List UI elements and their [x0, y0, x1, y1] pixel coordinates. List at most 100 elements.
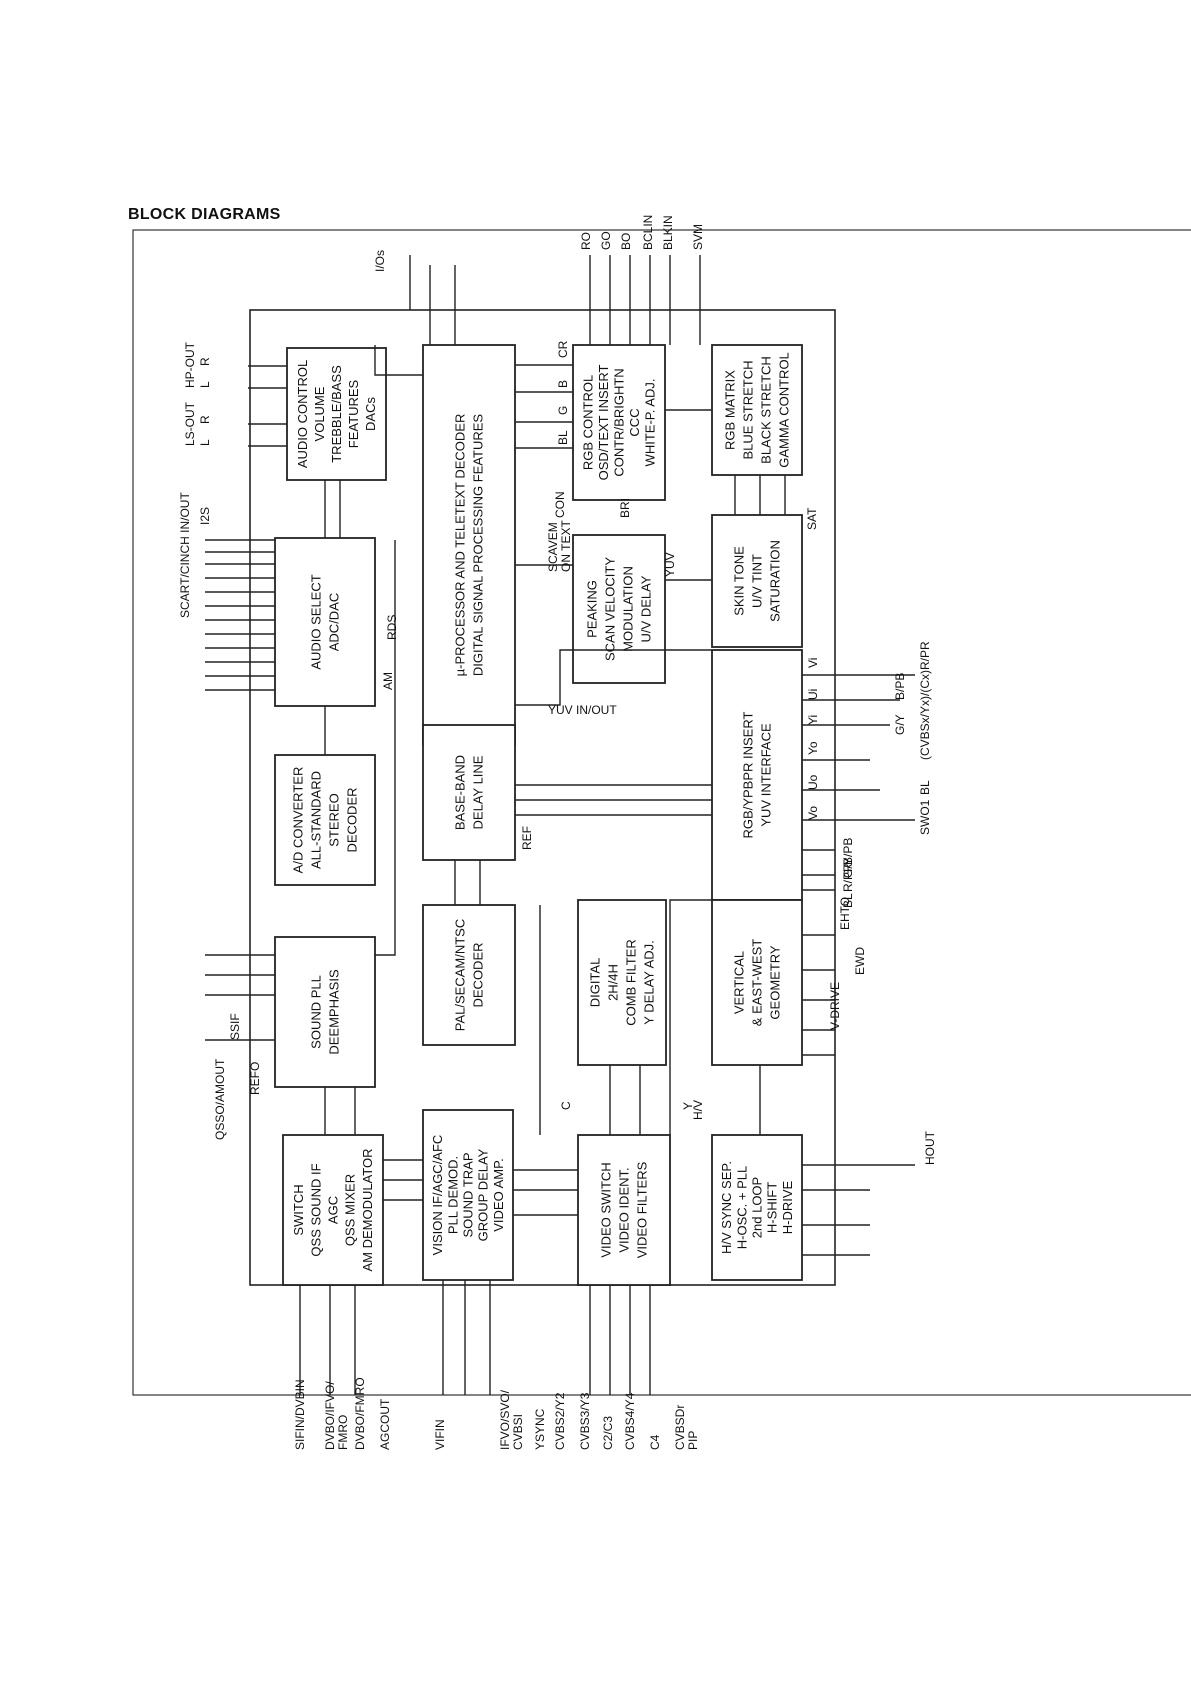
block-box	[274, 537, 376, 707]
block-label: µ-PROCESSOR AND TELETEXT DECODER	[453, 414, 468, 677]
block-label: VERTICAL	[732, 951, 747, 1014]
signal-label-cvbsdr: CVBSDr	[673, 1405, 687, 1450]
signal-label-con: CON	[553, 491, 567, 518]
signal-label-go: GO	[599, 231, 613, 250]
block-box	[711, 344, 803, 476]
signal-label-on-text: ON TEXT	[559, 520, 573, 572]
block-label: H/V SYNC SEP.	[719, 1161, 734, 1254]
block-label: AUDIO SELECT	[309, 574, 324, 669]
block-label: SOUND PLL	[309, 975, 324, 1049]
signal-label-cvbs2: CVBS2/Y2	[553, 1392, 567, 1450]
signal-label-b-pb: B/PB	[893, 673, 907, 700]
block-box	[711, 899, 803, 1066]
signal-label-r-pr: R/PR	[841, 863, 855, 892]
signal-label-cvbsi: CVBSI	[511, 1414, 525, 1450]
signal-label-c4: C4	[648, 1434, 662, 1450]
block-label: DACs	[363, 397, 378, 431]
signal-label-agcout: AGCOUT	[378, 1398, 392, 1450]
signal-label-scart: SCART/CINCH IN/OUT	[178, 492, 192, 618]
block-label: H-DRIVE	[780, 1180, 795, 1234]
block-label: BLACK STRETCH	[759, 356, 774, 464]
signal-label-ios: I/Os	[373, 250, 387, 272]
block-label: RGB/YPBPR INSERT	[741, 711, 756, 838]
block-label: U/V DELAY	[639, 575, 654, 642]
block-label: CCC	[627, 408, 642, 436]
block-box	[274, 936, 376, 1088]
signal-label-fmro: FMRO	[336, 1415, 350, 1450]
signal-label-r: R	[198, 357, 212, 366]
block-label: A/D CONVERTER	[291, 767, 306, 874]
block-label: AM DEMODULATOR	[360, 1148, 375, 1271]
signal-label-ui: Ui	[806, 689, 820, 700]
block-label: SKIN TONE	[732, 546, 747, 616]
signal-label-bl: BL	[841, 893, 855, 908]
signal-label-yi: Yi	[806, 715, 820, 725]
block-label: DECODER	[345, 787, 360, 852]
block-label: VIDEO IDENT.	[617, 1167, 632, 1252]
block-label: VIDEO SWITCH	[599, 1162, 614, 1257]
signal-line	[669, 899, 712, 1135]
block-label: CONTR/BRIGHTN	[612, 368, 627, 476]
block-box	[577, 1134, 671, 1286]
signal-label-hout: HOUT	[923, 1130, 937, 1165]
block-label: AGC	[326, 1196, 341, 1224]
block-label: PLL DEMOD.	[445, 1156, 460, 1234]
signal-label-ysync: YSYNC	[533, 1408, 547, 1450]
signal-label-swo1: SWO1	[918, 799, 932, 835]
signal-label-ehto: EHTO	[838, 897, 852, 930]
signal-label-dvbo-ifvo: DVBO/IFVO/	[323, 1381, 337, 1450]
block-label: DEEMPHASIS	[327, 969, 342, 1055]
signal-line	[374, 345, 423, 376]
signal-label-rds: RDS	[385, 615, 399, 640]
block-label: DELAY LINE	[471, 755, 486, 829]
signal-label-b-pb: B/PB	[841, 838, 855, 865]
signal-label-ewd: EWD	[853, 947, 867, 975]
signal-label-refo: REFO	[248, 1062, 262, 1095]
block-box	[711, 649, 803, 901]
block-label: DIGITAL	[588, 958, 603, 1008]
block-box	[282, 1134, 384, 1286]
block-label: VIDEO FILTERS	[635, 1161, 650, 1258]
signal-label-sifin: SIFIN/DVBIN	[293, 1379, 307, 1450]
signal-label-qsso: QSSO/AMOUT	[213, 1058, 227, 1140]
signal-label-l: L	[198, 381, 212, 388]
signal-label-yuv-inout: YUV IN/OUT	[548, 703, 617, 717]
block-label: H-SHIFT	[765, 1182, 780, 1233]
signal-label-cvbs-yx-cx: (CVBSx/Yx)/(Cx)	[918, 670, 932, 760]
signal-label-vo: Vo	[806, 806, 820, 820]
signal-label-bri: BRI	[618, 498, 632, 518]
block-box	[711, 514, 803, 648]
block-label: RGB CONTROL	[580, 375, 595, 470]
signal-label-y: Y	[681, 1102, 695, 1110]
signal-label-b: B	[556, 380, 570, 388]
block-label: TREBBLE/BASS	[329, 365, 344, 463]
block-label: BLUE STRETCH	[741, 361, 756, 460]
signal-label-ifvo-svo: IFVO/SVO/	[498, 1389, 512, 1450]
block-label: SOUND TRAP	[461, 1153, 476, 1238]
block-label: 2nd LOOP	[750, 1177, 765, 1238]
block-box	[422, 1109, 514, 1281]
signal-label-r: R	[198, 415, 212, 424]
block-label: GROUP DELAY	[476, 1148, 491, 1241]
block-label: VOLUME	[312, 386, 327, 441]
block-box	[422, 344, 516, 746]
signal-label-bclin: BCLIN	[641, 215, 655, 250]
outer-frame	[132, 229, 1191, 1396]
signal-label-ls-out: LS-OUT	[183, 401, 197, 446]
signal-label-cr: CR	[556, 340, 570, 358]
signal-label-ref: REF	[520, 826, 534, 850]
block-label: BASE-BAND	[453, 755, 468, 830]
block-label: DECODER	[471, 942, 486, 1007]
signal-label-dvbo-fmro: DVBO/FMRO	[353, 1377, 367, 1450]
